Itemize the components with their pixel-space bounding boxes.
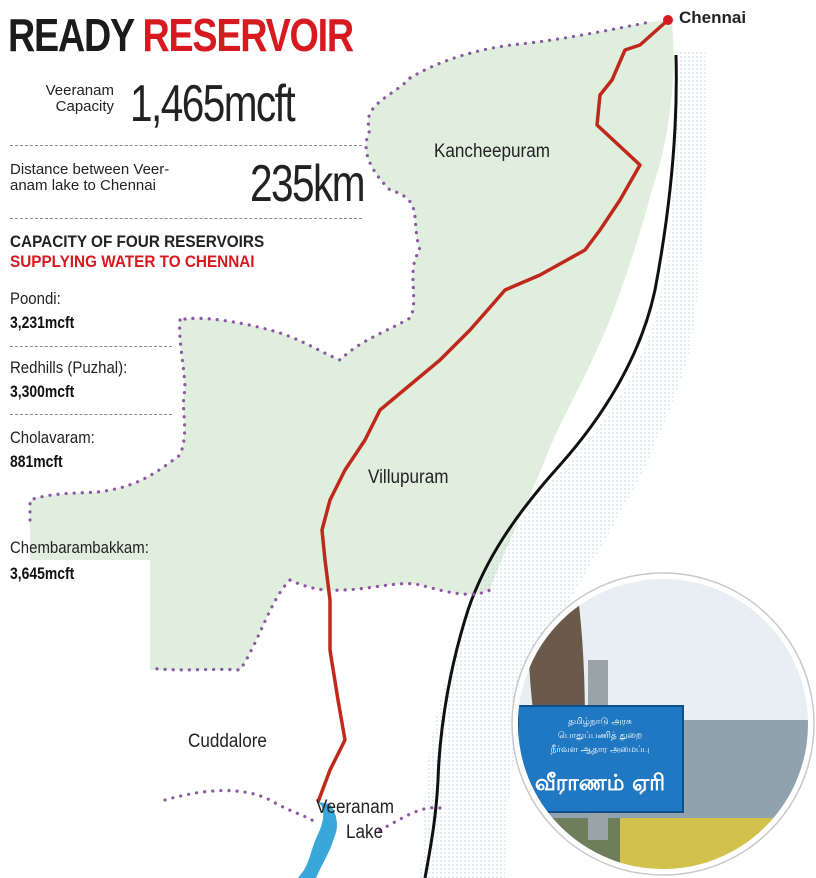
divider-2	[10, 218, 362, 219]
reservoir-name-cholavaram: Cholavaram:	[10, 428, 95, 447]
place-label-kancheepuram: Kancheepuram	[434, 141, 550, 162]
divider-1	[10, 145, 362, 146]
reservoirs-heading-line2: SUPPLYING WATER TO CHENNAI	[10, 252, 255, 271]
veeranam-lake-shape	[298, 802, 337, 878]
chennai-marker	[663, 15, 673, 25]
reservoir-name-redhills: Redhills (Puzhal):	[10, 358, 128, 377]
reservoir-name-chembarambakkam: Chembarambakkam:	[10, 538, 149, 557]
reservoir-capacity-cholavaram: 881mcft	[10, 452, 63, 471]
capacity-label-line1: Veeranam	[45, 82, 114, 99]
page-title: READY RESERVOIR	[8, 8, 354, 62]
place-label-villupuram: Villupuram	[368, 467, 449, 488]
reservoir-name-poondi: Poondi:	[10, 289, 61, 308]
reservoirs-heading: CAPACITY OF FOUR RESERVOIRS SUPPLYING WA…	[10, 232, 264, 272]
capacity-label-line2: Capacity	[55, 98, 114, 115]
place-label-chennai: Chennai	[679, 8, 747, 27]
place-label-veeranam: Veeranam	[316, 797, 394, 818]
reservoir-capacity-redhills: 3,300mcft	[10, 382, 75, 401]
title-word-reservoir: RESERVOIR	[142, 9, 354, 61]
place-label-lake: Lake	[346, 822, 384, 843]
divider-4	[10, 414, 172, 415]
distance-label: Distance between Veer- anam lake to Chen…	[10, 162, 169, 194]
reservoir-capacity-chembarambakkam: 3,645mcft	[10, 564, 75, 583]
capacity-label: Veeranam Capacity	[22, 83, 114, 115]
land-region	[30, 20, 674, 670]
sea-band	[420, 50, 707, 878]
sign-text-line2: பொதுப்பணித் துறை	[558, 731, 642, 741]
sign-text-line3: நீர்வள ஆதார அமைப்பு	[551, 745, 650, 755]
title-word-ready: READY	[8, 9, 134, 61]
district-borders	[28, 20, 652, 832]
distance-label-line2: anam lake to Chennai	[10, 177, 156, 194]
sign-text-line1: தமிழ்நாடு அரசு	[568, 717, 632, 727]
capacity-value: 1,465mcft	[130, 75, 296, 133]
reservoirs-heading-line1: CAPACITY OF FOUR RESERVOIRS	[10, 232, 265, 251]
pipeline-route	[316, 18, 670, 803]
place-label-cuddalore: Cuddalore	[188, 731, 267, 752]
distance-value: 235km	[250, 155, 366, 213]
coastline	[423, 54, 678, 878]
divider-3	[10, 346, 172, 347]
photo-inset: தமிழ்நாடு அரசு பொதுப்பணித் துறை நீர்வள ஆ…	[511, 572, 815, 876]
distance-label-line1: Distance between Veer-	[10, 161, 170, 178]
reservoir-capacity-poondi: 3,231mcft	[10, 313, 75, 332]
sign-text-main: வீராணம் ஏரி	[535, 771, 665, 796]
